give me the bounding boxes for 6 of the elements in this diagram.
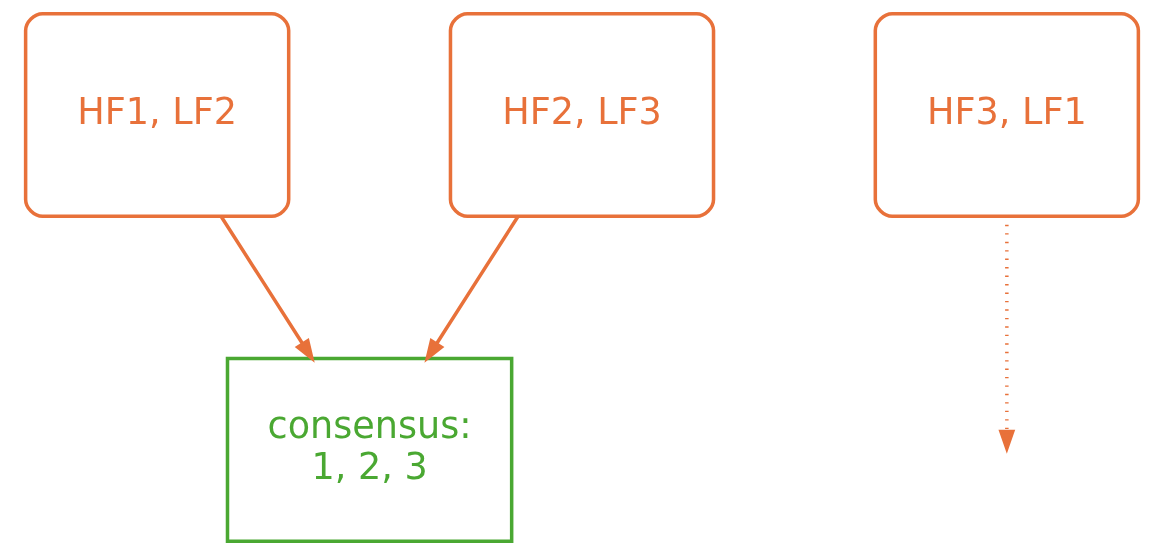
arrow [424, 215, 520, 363]
arrow [219, 215, 315, 363]
node-box: HF3, LF1 [873, 11, 1141, 219]
node-box: consensus: 1, 2, 3 [225, 356, 514, 544]
node-box: HF2, LF3 [448, 11, 716, 219]
node-box: HF1, LF2 [23, 11, 291, 219]
